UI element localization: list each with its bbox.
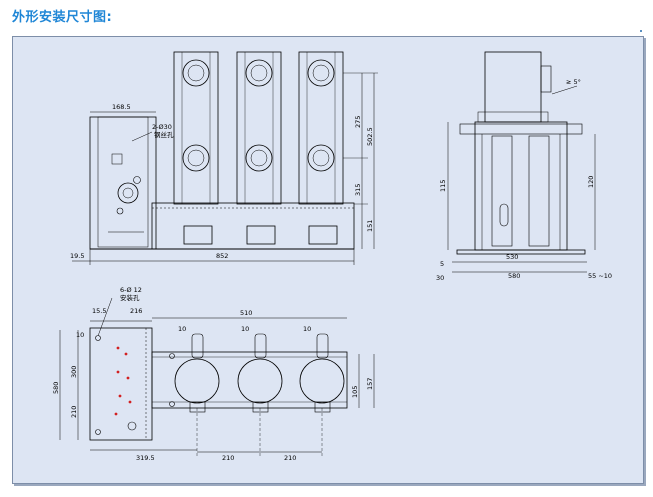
hole-note-top-2: 安装孔 (120, 293, 140, 302)
dimension-drawing: 168.5 2-Ø30 钢丝孔 19.5 852 ≥ 5° 530 5 30 5… (52, 51, 612, 462)
dim-105: 105 (351, 386, 359, 398)
mechanism-handle (117, 182, 139, 204)
pole-column-1 (173, 51, 219, 205)
top-view (59, 297, 375, 456)
dim-580-side: 580 (508, 272, 520, 280)
dim-15-5: 15.5 (92, 307, 106, 315)
top-mechanism-plate (89, 327, 153, 441)
lower-terminal-2 (245, 144, 273, 172)
dim-530: 530 (506, 253, 518, 261)
side-pole-top (484, 51, 542, 123)
base-insulator-1 (183, 225, 213, 245)
side-body (474, 121, 568, 251)
side-angle-note: ≥ 5° (566, 78, 581, 86)
dim-300: 300 (70, 366, 78, 378)
top-view-markers (114, 346, 132, 416)
front-mechanism-box (89, 116, 157, 250)
dim-10-b: 10 (241, 325, 249, 333)
top-pole-1 (174, 358, 220, 404)
dim-10-c: 10 (303, 325, 311, 333)
front-view (72, 51, 378, 265)
upper-terminal-3 (307, 59, 335, 87)
dim-210-b: 210 (284, 454, 296, 462)
dim-168-5: 168.5 (112, 103, 131, 111)
drawing-frame (12, 36, 644, 484)
dim-210-a: 210 (222, 454, 234, 462)
dim-10-d: 10 (76, 331, 84, 339)
base-insulator-3 (308, 225, 338, 245)
dim-580-top: 580 (52, 382, 60, 394)
pole-column-2 (236, 51, 282, 205)
pole-column-3 (298, 51, 344, 205)
dim-115: 115 (439, 180, 447, 192)
dim-502-5: 502.5 (366, 127, 374, 146)
hole-note-top-1: 6-Ø 12 (120, 286, 142, 294)
dim-275: 275 (354, 116, 362, 128)
corner-mark (640, 30, 642, 32)
dim-30: 30 (436, 274, 444, 282)
top-body (151, 351, 348, 409)
base-insulator-2 (246, 225, 276, 245)
dim-852: 852 (216, 252, 228, 260)
dim-151: 151 (366, 220, 374, 232)
dim-5: 5 (440, 260, 444, 268)
dim-157: 157 (366, 378, 374, 390)
hole-note-front-1: 2-Ø30 (152, 123, 172, 131)
hole-note-front-2: 钢丝孔 (154, 130, 174, 139)
upper-terminal-1 (182, 59, 210, 87)
side-view (447, 51, 596, 273)
dim-19-5: 19.5 (70, 252, 84, 260)
lower-terminal-1 (182, 144, 210, 172)
dim-210-v: 210 (70, 406, 78, 418)
dim-55-10: 55 ~10 (588, 272, 612, 280)
top-pole-2 (237, 358, 283, 404)
dim-120: 120 (587, 176, 595, 188)
dim-216: 216 (130, 307, 142, 315)
top-pole-3 (299, 358, 345, 404)
dim-10-a: 10 (178, 325, 186, 333)
lower-terminal-3 (307, 144, 335, 172)
dim-319-5: 319.5 (136, 454, 155, 462)
page-title: 外形安装尺寸图: (12, 10, 113, 25)
upper-terminal-2 (245, 59, 273, 87)
dim-315: 315 (354, 184, 362, 196)
dim-510: 510 (240, 309, 252, 317)
